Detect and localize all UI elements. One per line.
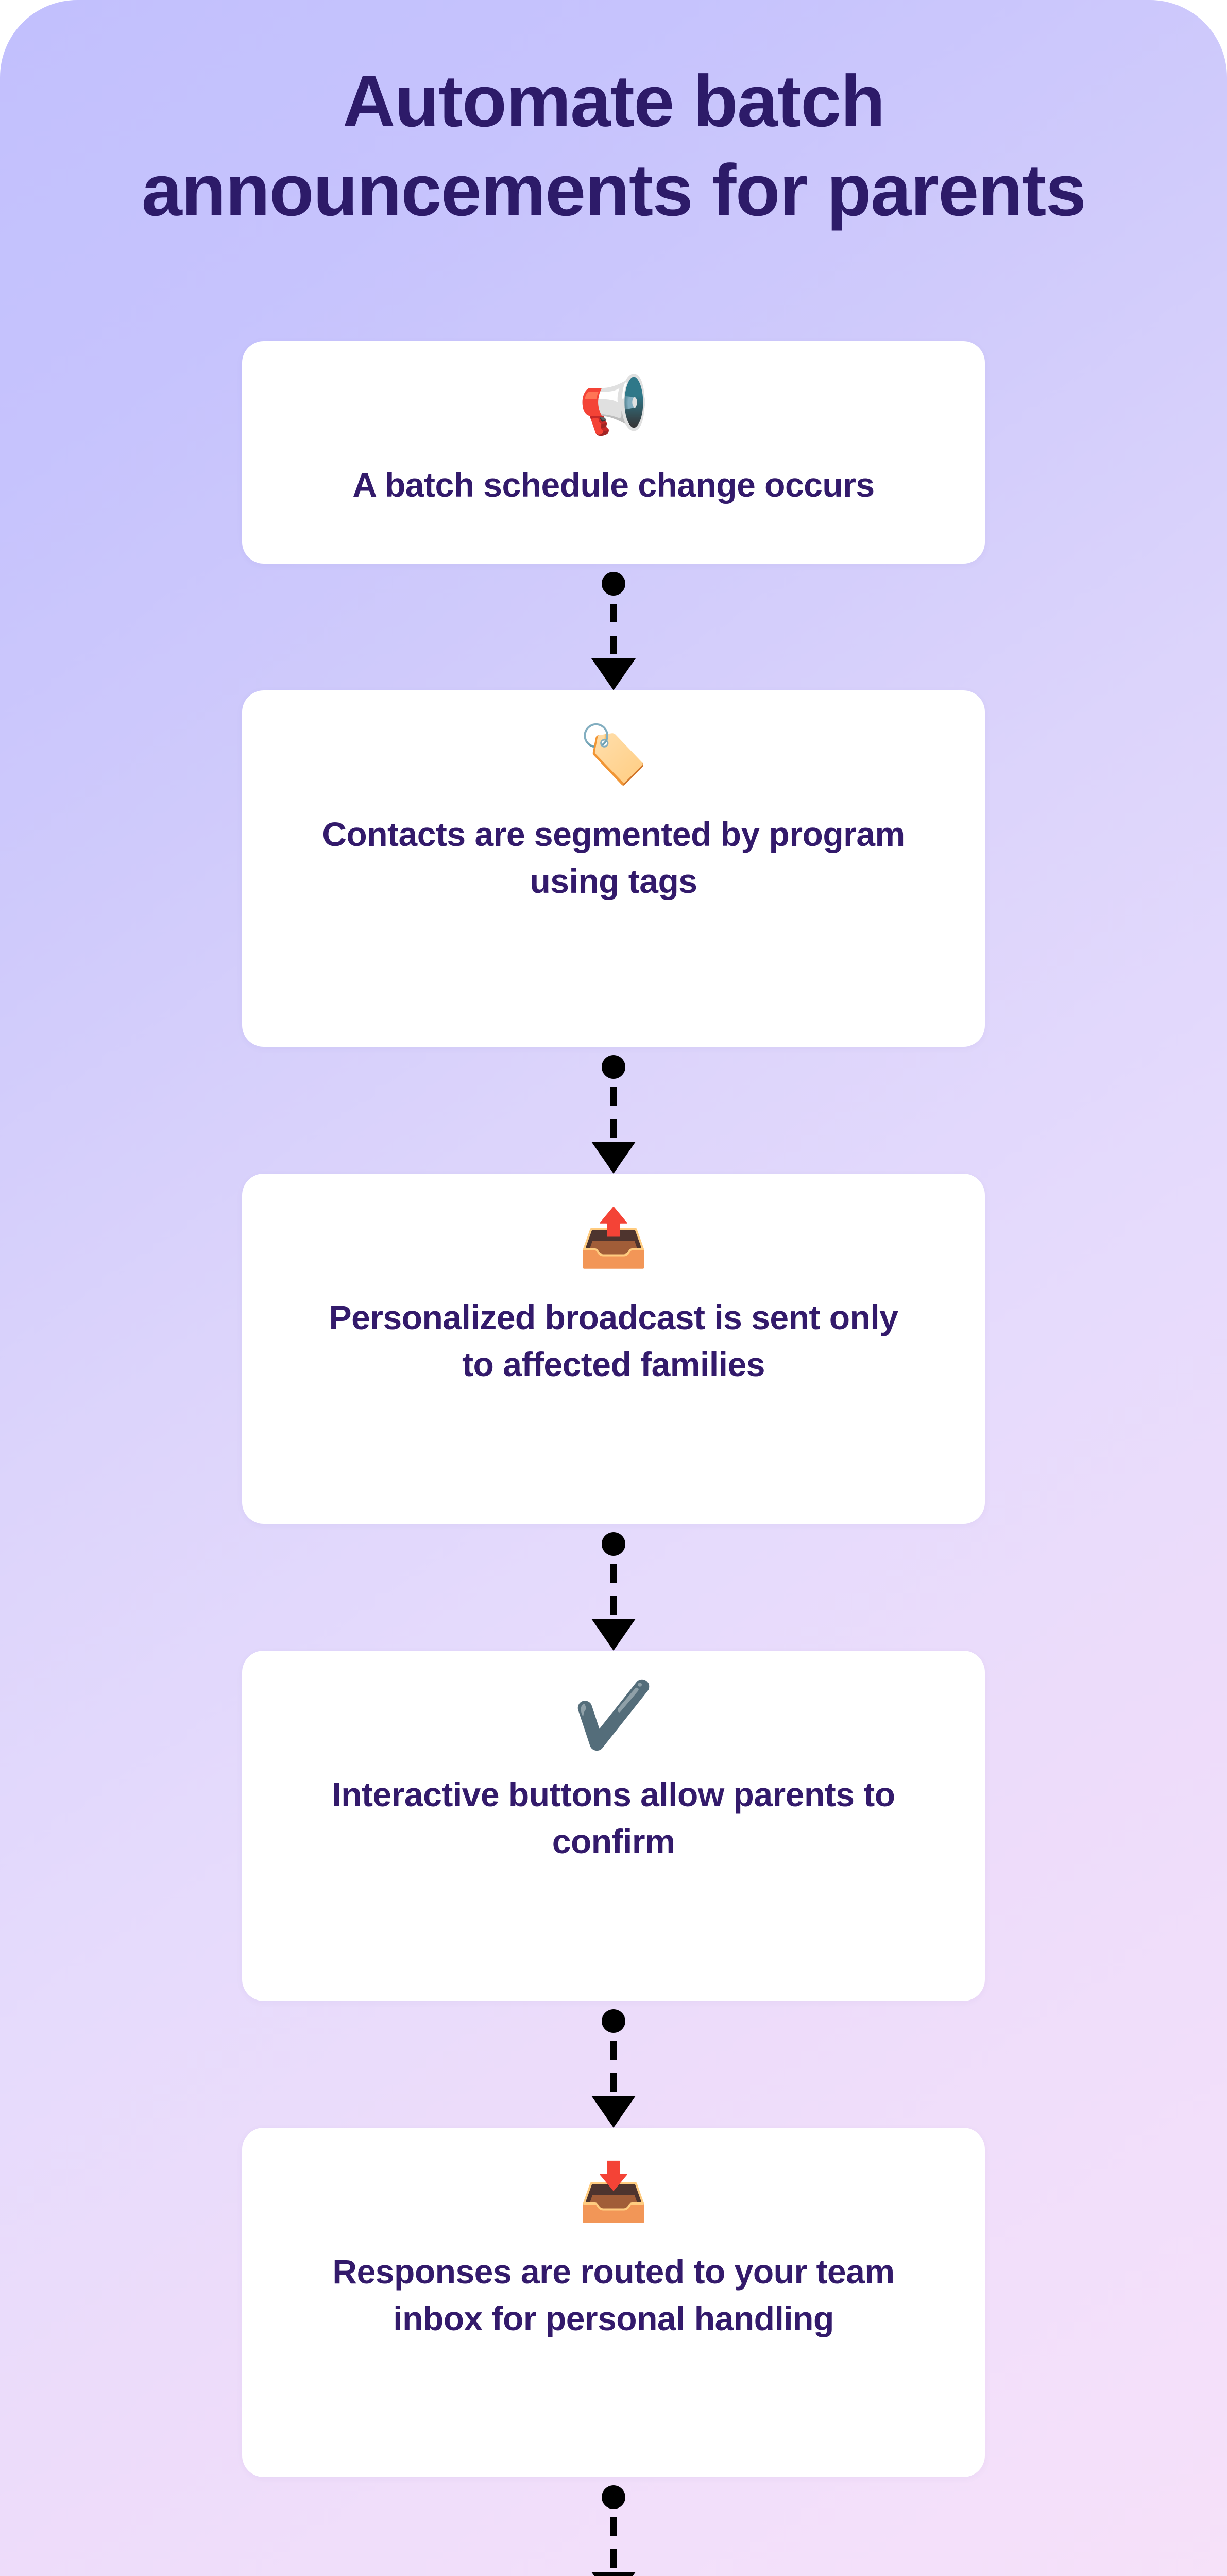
connector-dashed-line — [610, 2041, 617, 2097]
flow-step-card-2[interactable]: 🏷️ Contacts are segmented by program usi… — [242, 690, 985, 1047]
connector-arrowhead-icon — [591, 2096, 636, 2128]
connector-4-to-5 — [242, 2001, 985, 2128]
connector-arrowhead-icon — [591, 658, 636, 690]
page-title: Automate batch announcements for parents — [141, 60, 1086, 232]
connector-3-to-4 — [242, 1524, 985, 1651]
flow-step-label-2: Contacts are segmented by program using … — [322, 815, 905, 901]
connector-arrowhead-icon — [591, 1142, 636, 1174]
connector-dot-icon — [602, 1055, 625, 1079]
connector-dashed-line — [610, 1564, 617, 1620]
outbox-tray-icon: 📤 — [578, 1206, 649, 1269]
connector-dot-icon — [602, 2485, 625, 2509]
connector-5-to-6 — [242, 2477, 985, 2576]
loudspeaker-icon: 📢 — [578, 374, 649, 437]
connector-arrowhead-icon — [591, 2572, 636, 2576]
flow-step-label-4: Interactive buttons allow parents to con… — [332, 1775, 895, 1861]
connector-2-to-3 — [242, 1047, 985, 1174]
connector-dashed-line — [610, 2517, 617, 2573]
flow-step-card-1[interactable]: 📢 A batch schedule change occurs — [242, 341, 985, 564]
check-mark-icon: ✔️ — [573, 1679, 654, 1751]
connector-dashed-line — [610, 1087, 617, 1143]
flowchart: 📢 A batch schedule change occurs 🏷️ Cont… — [242, 341, 985, 2576]
page-title-wrapper: Automate batch announcements for parents — [0, 57, 1227, 235]
tag-icon: 🏷️ — [578, 723, 649, 786]
connector-dot-icon — [602, 572, 625, 596]
connector-dot-icon — [602, 1532, 625, 1556]
flow-step-card-4[interactable]: ✔️ Interactive buttons allow parents to … — [242, 1651, 985, 2001]
connector-dashed-line — [610, 604, 617, 659]
flow-step-label-5: Responses are routed to your team inbox … — [332, 2252, 895, 2338]
connector-1-to-2 — [242, 564, 985, 690]
inbox-tray-icon: 📥 — [578, 2160, 649, 2224]
flow-step-label-1: A batch schedule change occurs — [352, 466, 875, 504]
connector-arrowhead-icon — [591, 1619, 636, 1651]
connector-dot-icon — [602, 2009, 625, 2033]
flow-step-card-5[interactable]: 📥 Responses are routed to your team inbo… — [242, 2128, 985, 2477]
flow-step-label-3: Personalized broadcast is sent only to a… — [329, 1298, 898, 1384]
flow-step-card-3[interactable]: 📤 Personalized broadcast is sent only to… — [242, 1174, 985, 1524]
